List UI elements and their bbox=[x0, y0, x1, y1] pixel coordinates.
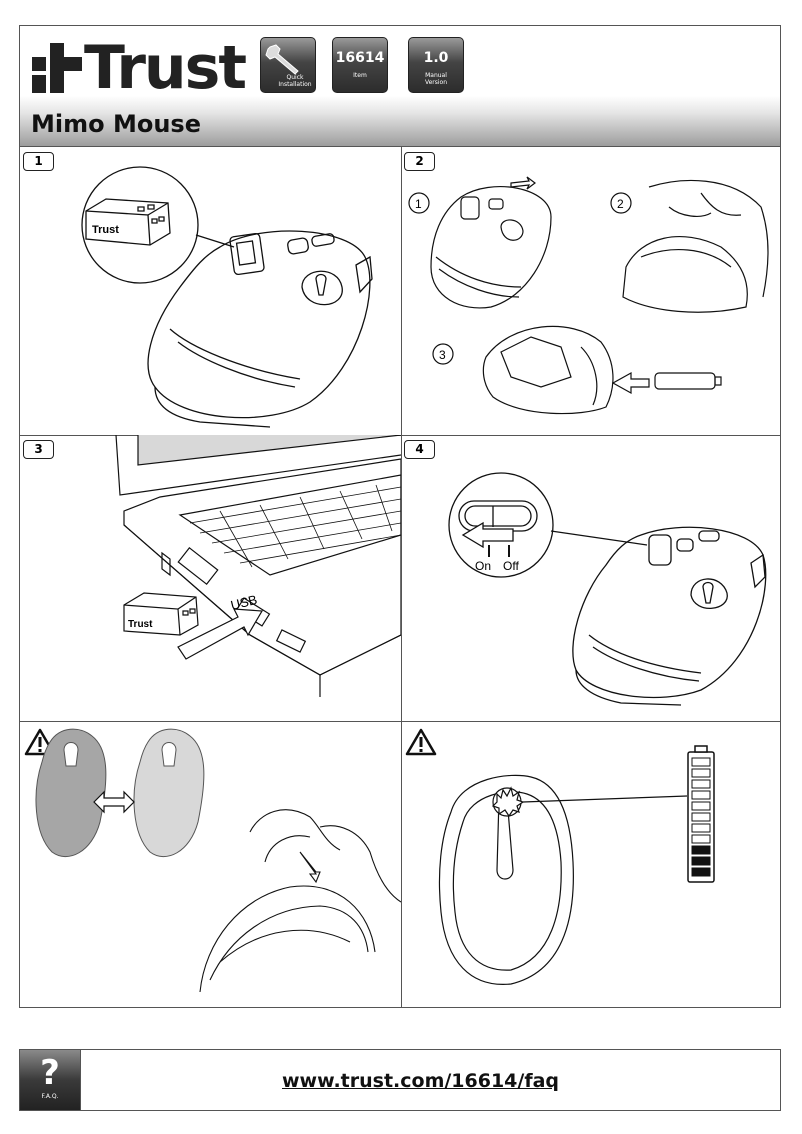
substep-2-label: 2 bbox=[617, 197, 624, 211]
version-caption: Version bbox=[424, 79, 448, 86]
mouse-receiver-illustration: Trust bbox=[20, 147, 401, 434]
grid-divider-2 bbox=[20, 721, 780, 722]
quick-label: Quick bbox=[286, 74, 304, 81]
item-caption: Item bbox=[353, 72, 367, 79]
header: Trust Quick Installation 16614 Item 1.0 … bbox=[19, 25, 781, 147]
instruction-grid: 1 bbox=[19, 146, 781, 1008]
laptop-usb-illustration: USB Trust bbox=[20, 435, 401, 722]
item-number: 16614 bbox=[335, 50, 385, 66]
usb-label: USB bbox=[229, 592, 259, 613]
step-badge: 2 bbox=[404, 152, 435, 171]
quick-installation-tile: Quick Installation bbox=[260, 37, 316, 93]
faq-link[interactable]: www.trust.com/16614/faq bbox=[282, 1070, 560, 1092]
switch-on-label: On bbox=[475, 559, 491, 573]
battery-indicator-illustration bbox=[401, 722, 782, 1009]
panel-step-4: 4 bbox=[401, 435, 782, 722]
panel-step-1: 1 bbox=[20, 147, 401, 434]
installation-label: Installation bbox=[278, 81, 312, 88]
faq-caption: F.A.Q. bbox=[41, 1093, 59, 1100]
step-badge: 3 bbox=[23, 440, 54, 459]
receiver-logo: Trust bbox=[92, 224, 119, 236]
power-switch-illustration: On Off bbox=[401, 435, 782, 722]
step-badge: 4 bbox=[404, 440, 435, 459]
wrench-icon bbox=[265, 44, 299, 75]
substep-3-label: 3 bbox=[439, 348, 446, 362]
manual-version-number: 1.0 bbox=[423, 50, 449, 66]
faq-question-icon: ? bbox=[40, 1053, 60, 1093]
grid-divider-vertical bbox=[401, 147, 402, 1007]
substep-1-label: 1 bbox=[415, 197, 422, 211]
panel-step-3: 3 bbox=[20, 435, 401, 722]
brand-name: Trust bbox=[84, 33, 247, 103]
switch-off-label: Off bbox=[503, 559, 519, 573]
step-badge: 1 bbox=[23, 152, 54, 171]
trust-logo-mark-icon bbox=[32, 43, 82, 93]
manual-caption: Manual bbox=[425, 72, 447, 79]
footer: ? F.A.Q. www.trust.com/16614/faq bbox=[19, 1049, 781, 1111]
panel-warning-battery bbox=[401, 722, 782, 1009]
faq-tile[interactable]: ? F.A.Q. bbox=[20, 1050, 81, 1110]
trust-logo: Trust bbox=[30, 33, 262, 103]
warning-triangle-icon bbox=[405, 728, 437, 756]
panel-step-2: 2 bbox=[401, 147, 782, 434]
page-title: Mimo Mouse bbox=[31, 110, 201, 138]
cover-swap-illustration bbox=[20, 722, 401, 1009]
item-number-tile: 16614 Item bbox=[332, 37, 388, 93]
manual-version-tile: 1.0 Manual Version bbox=[408, 37, 464, 93]
quick-installation-caption: Quick Installation bbox=[277, 74, 313, 88]
panel-warning-cover bbox=[20, 722, 401, 1009]
receiver-logo-3: Trust bbox=[128, 619, 153, 630]
battery-insertion-illustration: 1 2 3 bbox=[401, 147, 782, 434]
